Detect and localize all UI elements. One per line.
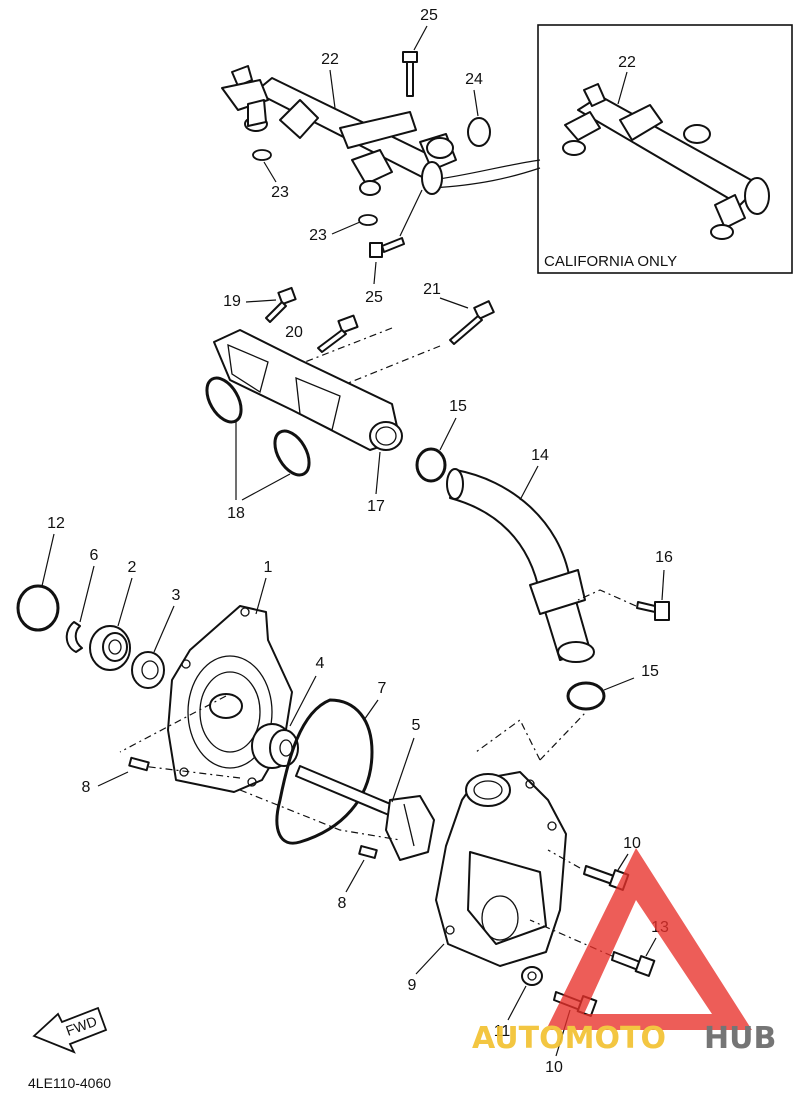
callout-21: 21 — [423, 281, 441, 298]
part-5-impeller-shaft — [295, 765, 435, 861]
part-18-o-ring-a — [205, 376, 243, 424]
part-18-o-ring-b — [273, 429, 311, 477]
part-24-o-ring — [467, 117, 491, 147]
inset-caption: CALIFORNIA ONLY — [544, 253, 677, 270]
watermark-text-automoto: AUTOMOTO — [472, 1021, 666, 1056]
part-7-gasket — [275, 698, 374, 845]
callout-23-lower: 23 — [309, 227, 327, 244]
watermark-text-hub: HUB — [704, 1021, 776, 1056]
callout-4: 4 — [316, 655, 325, 672]
part-11-washer — [521, 966, 543, 986]
part-2-bearing — [89, 625, 131, 671]
callout-1: 1 — [264, 559, 273, 576]
callout-23-upper: 23 — [271, 184, 289, 201]
callout-25-lower: 25 — [365, 289, 383, 306]
part-25-bolt-top — [402, 51, 418, 97]
part-3-oil-seal — [131, 651, 165, 689]
part-16-bolt — [636, 601, 670, 621]
california-inset: 22 CALIFORNIA ONLY — [431, 24, 793, 274]
callout-3: 3 — [172, 587, 181, 604]
part-25-bolt-lower — [369, 237, 405, 258]
callout-16: 16 — [655, 549, 673, 566]
callout-22: 22 — [321, 51, 339, 68]
callout-10-lower: 10 — [545, 1059, 563, 1076]
watermark-triangle-icon — [546, 848, 752, 1030]
part-6-circlip — [65, 621, 83, 653]
part-14-water-hose — [446, 468, 595, 663]
fwd-arrow-icon: FWD — [32, 1006, 108, 1054]
part-23-o-ring-upper — [252, 149, 272, 161]
part-22-water-pipe — [221, 65, 457, 196]
part-8-dowel-right — [358, 845, 378, 859]
callout-19: 19 — [223, 293, 241, 310]
automotohub-watermark: AUTOMOTO HUB — [472, 848, 776, 1056]
callout-6: 6 — [90, 547, 99, 564]
callout-12: 12 — [47, 515, 65, 532]
drawing-code: 4LE110-4060 — [28, 1075, 111, 1091]
part-15-o-ring-upper — [415, 447, 447, 483]
part-8-dowel-left — [128, 756, 150, 772]
part-13-bolt — [611, 951, 656, 977]
callout-15-upper: 15 — [449, 398, 467, 415]
callout-10-upper: 10 — [623, 835, 641, 852]
callout-18: 18 — [227, 505, 245, 522]
part-9-pump-housing — [435, 771, 567, 967]
callout-20: 20 — [285, 324, 303, 341]
part-23-o-ring-lower — [358, 214, 378, 226]
callout-25-top: 25 — [420, 7, 438, 24]
part-19-bolt — [265, 286, 297, 323]
callout-7: 7 — [378, 680, 387, 697]
part-4-impeller — [251, 723, 299, 769]
callout-9: 9 — [408, 977, 417, 994]
part-12-o-ring — [16, 584, 60, 632]
part-20-bolt — [317, 314, 359, 353]
callout-8-left: 8 — [82, 779, 91, 796]
callout-5: 5 — [412, 717, 421, 734]
callout-24: 24 — [465, 71, 483, 88]
part-17-thermostat-housing — [213, 329, 403, 451]
callout-17: 17 — [367, 498, 385, 515]
callout-11: 11 — [494, 1023, 511, 1040]
callout-22-inset: 22 — [618, 54, 636, 71]
callout-15-lower: 15 — [641, 663, 659, 680]
part-15-o-ring-lower — [566, 681, 606, 711]
callout-2: 2 — [128, 559, 137, 576]
callout-14: 14 — [531, 447, 549, 464]
part-21-bolt — [449, 300, 495, 345]
callout-8-right: 8 — [338, 895, 347, 912]
inset-water-pipe — [562, 83, 770, 240]
